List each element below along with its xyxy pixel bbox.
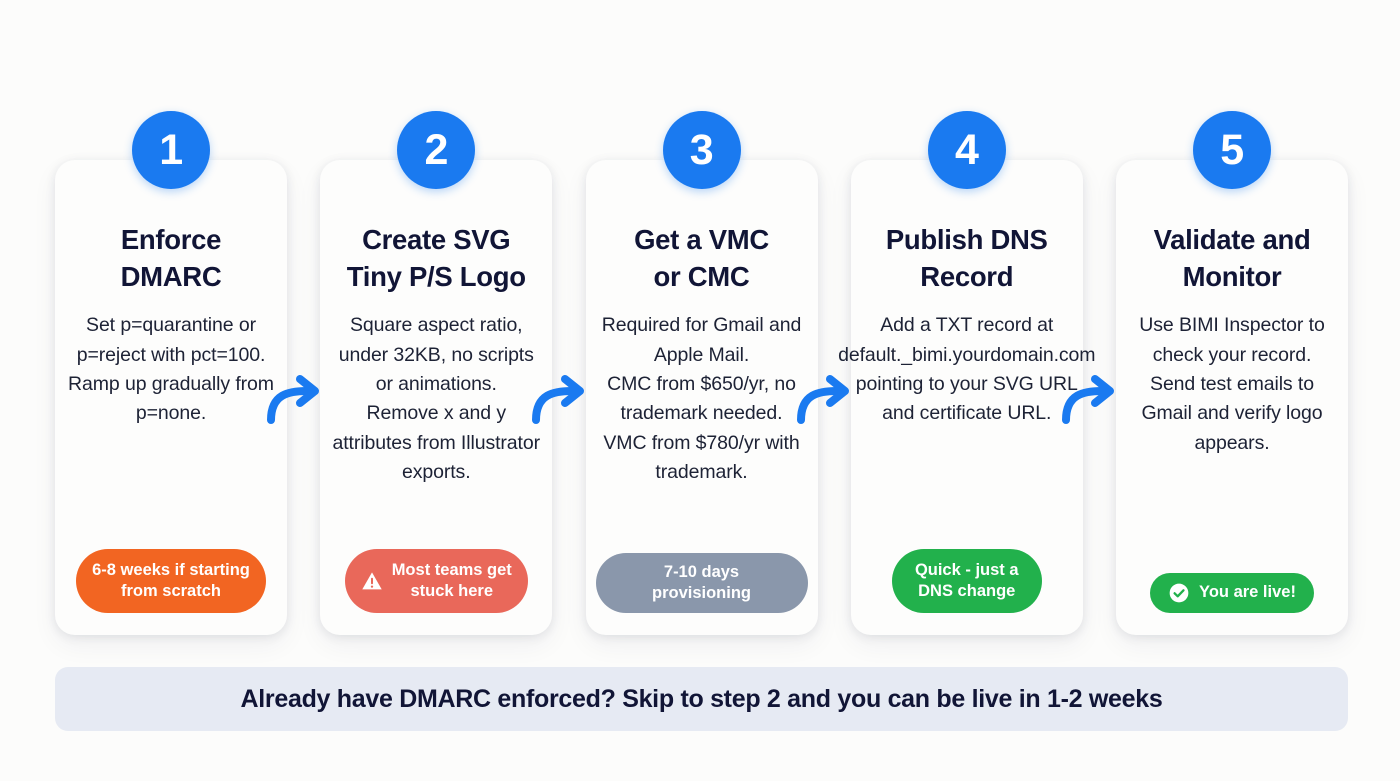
step-status-label-3: 7-10 days provisioning (652, 562, 751, 602)
step-body-1: Set p=quarantine or p=reject with pct=10… (68, 314, 274, 425)
step-number-badge-2: 2 (397, 111, 476, 189)
step-body-2: Square aspect ratio, under 32KB, no scri… (332, 314, 541, 484)
footer-banner-text: Already have DMARC enforced? Skip to ste… (240, 684, 1163, 713)
footer-banner: Already have DMARC enforced? Skip to ste… (55, 667, 1348, 731)
step-status-pill-1: 6-8 weeks if starting from scratch (76, 548, 266, 613)
step-body-5: Use BIMI Inspector to check your record.… (1139, 314, 1325, 454)
step-title-3: Get a VMC or CMC (634, 224, 769, 292)
step-title-4: Publish DNS Record (885, 224, 1048, 292)
step-status-pill-5: You are live! (1150, 573, 1314, 613)
step-status-pill-4: Quick - just a DNS change (891, 548, 1042, 613)
step-title-5: Validate and Monitor (1153, 224, 1311, 292)
step-title-2: Create SVG Tiny P/S Logo (346, 224, 526, 292)
step-card-1[interactable]: 1 Enforce DMARC Set p=quarantine or p=re… (55, 111, 287, 635)
step-number-badge-3: 3 (662, 111, 741, 189)
step-status-pill-3: 7-10 days provisioning (595, 552, 808, 613)
step-number-badge-1: 1 (132, 111, 210, 189)
check-circle-icon (1169, 583, 1189, 603)
step-status-pill-2: Most teams get stuck here (344, 548, 528, 613)
step-number-badge-5: 5 (1193, 111, 1271, 189)
warning-triangle-icon (361, 572, 382, 590)
step-card-2[interactable]: 2 Create SVG Tiny P/S Logo Square aspect… (320, 111, 553, 635)
step-status-label-4: Quick - just a DNS change (914, 560, 1019, 600)
step-status-label-5: You are live! (1199, 583, 1296, 602)
step-status-label-2: Most teams get stuck here (391, 560, 512, 600)
step-number-badge-4: 4 (927, 111, 1006, 189)
step-body-3: Required for Gmail and Apple Mail. CMC f… (601, 314, 802, 484)
step-body-4: Add a TXT record at default._bimi.yourdo… (838, 314, 1096, 425)
step-card-3[interactable]: 3 Get a VMC or CMC Required for Gmail an… (585, 111, 818, 635)
steps-row: 1 Enforce DMARC Set p=quarantine or p=re… (55, 111, 1348, 635)
step-title-1: Enforce DMARC (120, 224, 222, 292)
step-card-4[interactable]: 4 Publish DNS Record Add a TXT record at… (838, 111, 1096, 635)
step-status-label-1: 6-8 weeks if starting from scratch (92, 560, 250, 600)
step-card-5[interactable]: 5 Validate and Monitor Use BIMI Inspecto… (1116, 111, 1348, 635)
